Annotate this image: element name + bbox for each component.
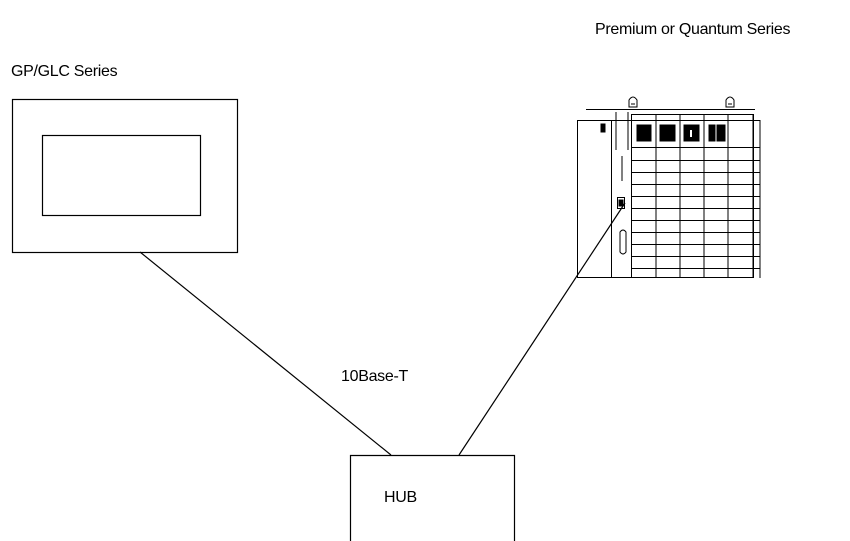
- gp-glc-unit: [11, 98, 239, 254]
- gp-glc-series-label: GP/GLC Series: [11, 63, 118, 80]
- network-type-label: 10Base-T: [341, 368, 408, 385]
- plc-to-hub-cable: [458, 202, 626, 456]
- plc-power-supply: [577, 120, 612, 278]
- gp-to-hub-cable: [139, 251, 392, 456]
- plc-mount-clip-left: [628, 96, 638, 108]
- gp-glc-screen: [41, 134, 202, 217]
- plc-ethernet-port: [617, 197, 625, 209]
- plc-mount-clip-right: [725, 96, 735, 108]
- hub-box: [349, 454, 516, 541]
- hub-label: HUB: [384, 489, 417, 506]
- gp-glc-bezel: [11, 98, 239, 254]
- plc-rack: [577, 96, 761, 278]
- plc-series-label: Premium or Quantum Series: [595, 21, 791, 38]
